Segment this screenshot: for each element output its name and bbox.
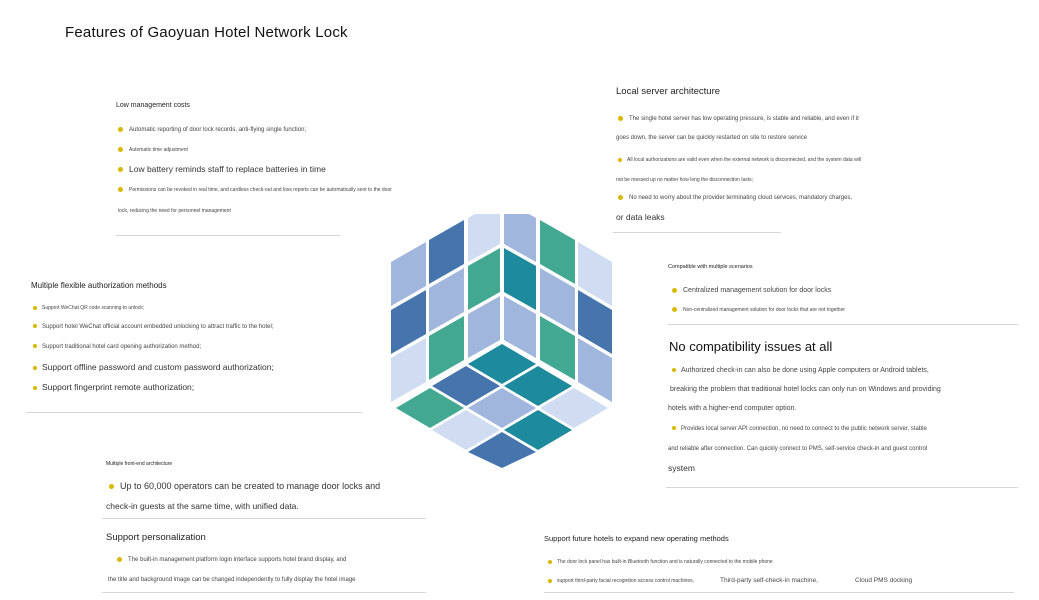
list-item: The single hotel server has low operatin… [618, 116, 859, 122]
cube-cell [391, 338, 426, 402]
list-item-inline: Third-party self-check-in machine, [720, 577, 818, 584]
page-title: Features of Gaoyuan Hotel Network Lock [65, 24, 348, 41]
divider [666, 487, 1018, 488]
list-item: The built-in management platform login i… [117, 557, 346, 563]
cube-cell [540, 316, 575, 380]
cube-cell [504, 410, 572, 450]
list-item-continued: not be messed up no matter how long the … [616, 177, 754, 183]
list-item: Low battery reminds staff to replace bat… [118, 164, 326, 174]
cube-cell [468, 296, 500, 358]
divider [102, 592, 426, 593]
list-item: Automatic time adjustment [118, 147, 188, 153]
list-item-inline: Cloud PMS docking [855, 577, 913, 584]
list-item: The door lock panel has built-in Bluetoo… [548, 559, 773, 565]
bullet-icon [618, 195, 623, 200]
divider [613, 232, 781, 233]
list-item: Permissions can be revoked in real time,… [118, 187, 392, 193]
cube-cell [391, 290, 426, 354]
bullet-icon [33, 305, 37, 310]
bullet-icon [618, 157, 622, 162]
cube-cell [432, 366, 500, 406]
list-item: Centralized management solution for door… [672, 287, 831, 294]
cube-cell [540, 220, 575, 284]
list-item-continued: lock, reducing the need for personnel ma… [118, 208, 231, 214]
section-heading: Local server architecture [616, 86, 721, 97]
cube-cell [504, 248, 536, 310]
list-item-continued: or data leaks [616, 212, 665, 222]
list-item: All local authorizations are valid even … [618, 157, 861, 163]
divider [26, 412, 362, 413]
list-item-continued: system [668, 463, 695, 473]
cube-graphic-icon [391, 214, 612, 468]
cube-cell [504, 366, 572, 406]
list-item-continued: hotels with a higher-end computer option… [668, 405, 797, 412]
bullet-icon [118, 187, 123, 193]
cube-cell [578, 242, 612, 306]
bullet-icon [33, 385, 37, 390]
cube-cell [504, 296, 536, 358]
cube-cell [429, 316, 464, 380]
divider [102, 518, 426, 519]
list-item: Support offline password and custom pass… [33, 362, 274, 372]
cube-cell [429, 268, 464, 332]
list-item: Support WeChat QR code scanning to unloc… [33, 305, 144, 311]
bullet-icon [672, 426, 676, 431]
list-item-continued: breaking the problem that traditional ho… [670, 386, 941, 393]
section-heading: Support personalization [106, 532, 206, 543]
section-heading: Multiple front-end architecture [106, 461, 173, 467]
section-heading: Multiple flexible authorization methods [31, 281, 167, 290]
cube-cell [578, 290, 612, 354]
bullet-icon [618, 116, 623, 121]
list-item: Automatic reporting of door lock records… [118, 127, 306, 133]
cube-cell [432, 410, 500, 450]
cube-cell [396, 388, 464, 428]
list-item: Support fingerprint remote authorization… [33, 382, 194, 392]
bullet-icon [118, 147, 123, 153]
section-heading: Support future hotels to expand new oper… [544, 534, 729, 543]
cube-cell [468, 248, 500, 310]
cube-cell [540, 268, 575, 332]
list-item: Up to 60,000 operators can be created to… [109, 481, 380, 491]
section-heading: Low management costs [116, 102, 190, 109]
divider [668, 324, 1018, 325]
cube-cell [468, 388, 536, 428]
bullet-icon [117, 557, 122, 562]
list-item: Provides local server API connection, no… [672, 426, 927, 432]
list-item: Support traditional hotel card opening a… [33, 344, 201, 350]
divider [544, 592, 1014, 593]
section-heading: Compatible with multiple scenarios [668, 264, 753, 270]
cube-cell [504, 214, 536, 262]
list-item: Authorized check-in can also be done usi… [672, 367, 929, 374]
list-item: support third-party facial recognition a… [548, 578, 694, 584]
list-item: Support hotel WeChat official account em… [33, 324, 273, 330]
cube-cell [468, 432, 536, 468]
section-heading: No compatibility issues at all [669, 339, 833, 354]
list-item-continued: the title and background image can be ch… [108, 577, 356, 583]
list-item-continued: and reliable after connection. Can quick… [668, 446, 928, 452]
cube-cell [540, 388, 608, 428]
cube-cell [429, 220, 464, 284]
bullet-icon [118, 127, 123, 132]
bullet-icon [109, 484, 114, 490]
bullet-icon [33, 324, 37, 329]
bullet-icon [672, 287, 677, 293]
cube-cell [578, 338, 612, 402]
bullet-icon [548, 578, 552, 583]
cube-cell [391, 242, 426, 306]
list-item: No need to worry about the provider term… [618, 195, 852, 201]
list-item-continued: check-in guests at the same time, with u… [106, 501, 299, 511]
list-item: Non-centralized management solution for … [672, 307, 845, 313]
bullet-icon [548, 559, 552, 564]
bullet-icon [672, 368, 676, 373]
bullet-icon [33, 344, 37, 349]
list-item-continued: goes down, the server can be quickly res… [616, 135, 808, 141]
bullet-icon [672, 307, 677, 313]
divider [116, 235, 340, 236]
cube-cell [468, 344, 536, 384]
bullet-icon [118, 167, 123, 173]
bullet-icon [33, 365, 37, 370]
cube-cell [468, 214, 500, 262]
